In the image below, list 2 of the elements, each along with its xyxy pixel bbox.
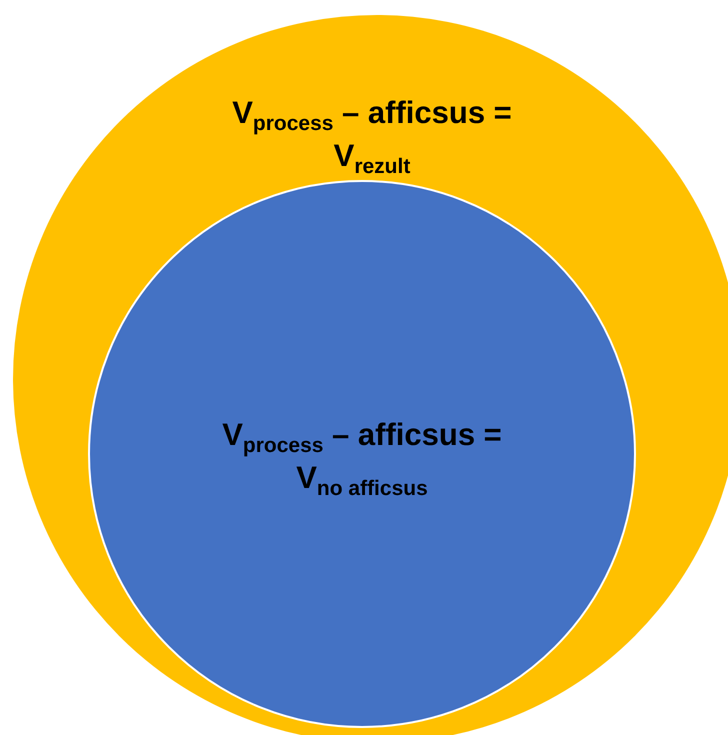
formula-text: V$_{process}$ – afficsus = V$_{no afficsus}$ <box>221 416 503 503</box>
formula-text: V$_{process}$ – afficsus = V$_{rezult}$ <box>231 94 513 181</box>
